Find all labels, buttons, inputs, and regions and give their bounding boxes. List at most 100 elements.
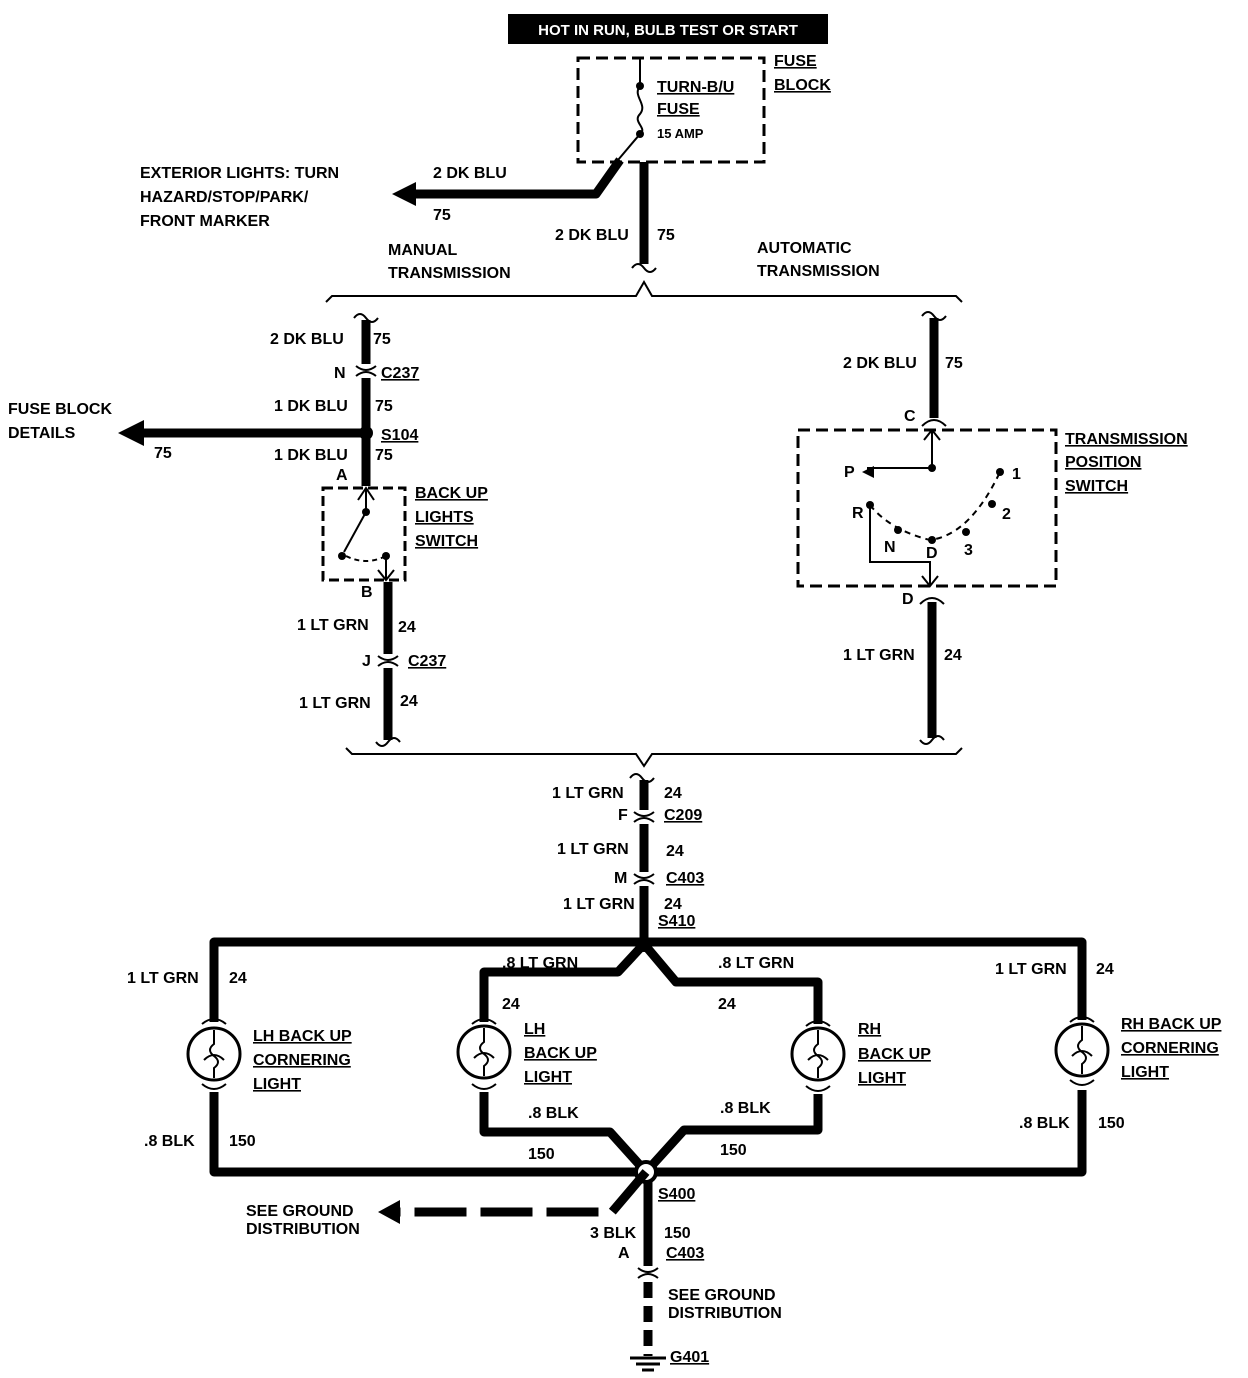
- lamp-connector-icon: [1069, 1079, 1095, 1086]
- bulb-icon: [186, 1026, 242, 1082]
- rh-corner-label-1: RH BACK UP: [1121, 1016, 1222, 1033]
- connector-c209-icon: [633, 811, 655, 823]
- fuse-block-details-circuit: 75: [154, 445, 172, 462]
- arrow-left-icon: [118, 420, 144, 446]
- automatic-out-wire-label: 1 LT GRN: [843, 647, 915, 664]
- automatic-transmission-label-1: AUTOMATIC: [757, 240, 852, 257]
- trans-contact-2: [988, 500, 996, 508]
- lh-backup-label-3: LIGHT: [524, 1069, 572, 1086]
- trans-position-1: 1: [1012, 466, 1021, 483]
- rh-backup-lamp: .8 LT GRN 24 RH BACK UP LIGHT .8 BLK 150: [718, 955, 931, 1159]
- c209-pin-f: F: [618, 807, 628, 824]
- lh-corner-gnd-circuit-label: 150: [229, 1133, 256, 1150]
- fuse-element-icon: [636, 85, 644, 135]
- see-ground-2-text-2: DISTRIBUTION: [668, 1305, 782, 1322]
- rh-backup-gnd-circuit-label: 150: [720, 1142, 747, 1159]
- exterior-lights-text-1: EXTERIOR LIGHTS: TURN: [140, 165, 339, 182]
- trans-position-r: R: [852, 505, 864, 522]
- manual-low-wire-label: 1 DK BLU: [274, 447, 348, 464]
- rh-backup-label-3: LIGHT: [858, 1070, 906, 1087]
- exterior-circuit-label: 75: [433, 207, 451, 224]
- g401-label: G401: [670, 1349, 709, 1366]
- lh-backup-circuit-label: 24: [502, 996, 520, 1013]
- break-mark-icon: [631, 263, 657, 273]
- lh-corner-gnd-wire-label: .8 BLK: [144, 1133, 195, 1150]
- bulb-filament-icon: [1071, 1026, 1093, 1074]
- c403-pin-m: M: [614, 870, 627, 887]
- trans-position-d: D: [926, 545, 938, 562]
- lamp-connector-icon: [1069, 1016, 1095, 1023]
- rh-backup-label-2: BACK UP: [858, 1046, 931, 1063]
- lh-backup-lamp: .8 LT GRN 24 LH BACK UP LIGHT .8 BLK 150: [456, 955, 597, 1163]
- trans-switch-pin-d: D: [902, 591, 914, 608]
- c403-label: C403: [666, 870, 704, 887]
- manual-low-circuit-label: 75: [375, 447, 393, 464]
- see-ground-text-1: SEE GROUND: [246, 1203, 354, 1220]
- manual-transmission-label-2: TRANSMISSION: [388, 265, 511, 282]
- backup-switch-label-3: SWITCH: [415, 533, 478, 550]
- ground-main-wire-label: 3 BLK: [590, 1225, 637, 1242]
- manual-out2-circuit-label: 24: [400, 693, 418, 710]
- connector-c403-icon: [633, 873, 655, 885]
- splice-s410-icon: [636, 936, 652, 952]
- ground-c403-pin-a: A: [618, 1245, 630, 1262]
- lamp-connector-icon: [471, 1083, 497, 1090]
- lamp-connector-icon: [805, 1020, 831, 1027]
- arrow-left-icon: [862, 466, 874, 478]
- automatic-top-circuit-label: 75: [945, 355, 963, 372]
- header-title: HOT IN RUN, BULB TEST OR START: [538, 22, 798, 39]
- connector-c-icon: [921, 419, 947, 427]
- s400-label: S400: [658, 1186, 695, 1203]
- lh-backup-label-1: LH: [524, 1021, 545, 1038]
- bulb-icon: [1054, 1022, 1110, 1078]
- common-circuit-2-label: 24: [666, 843, 684, 860]
- break-mark-icon: [919, 735, 945, 745]
- bulb-icon: [456, 1024, 512, 1080]
- bulb-filament-icon: [473, 1028, 495, 1076]
- fuse-name-2: FUSE: [657, 101, 700, 118]
- fuse-block-label-1: FUSE: [774, 53, 817, 70]
- manual-out2-wire-label: 1 LT GRN: [299, 695, 371, 712]
- backup-switch-pin-b: B: [361, 584, 373, 601]
- break-mark-icon: [921, 311, 947, 321]
- fuse-block: FUSE BLOCK TURN-B/U FUSE 15 AMP: [576, 53, 831, 164]
- trans-position-3: 3: [964, 542, 973, 559]
- s104-label: S104: [381, 427, 418, 444]
- rh-corner-lamp: 1 LT GRN 24 RH BACK UP CORNERING LIGHT .…: [995, 961, 1222, 1132]
- manual-out-wire-label: 1 LT GRN: [297, 617, 369, 634]
- trans-switch-arc: [869, 471, 1001, 542]
- c237-pin-j: J: [362, 653, 371, 670]
- exterior-lights-text-2: HAZARD/STOP/PARK/: [140, 189, 309, 206]
- trans-position-p: P: [844, 464, 855, 481]
- rh-corner-circuit-label: 24: [1096, 961, 1114, 978]
- common-wire-1-label: 1 LT GRN: [552, 785, 624, 802]
- exterior-lights-wire: [410, 157, 624, 199]
- lh-corner-circuit-label: 24: [229, 970, 247, 987]
- fuse-block-details-text-1: FUSE BLOCK: [8, 401, 112, 418]
- lh-backup-gnd-wire-label: .8 BLK: [528, 1105, 579, 1122]
- break-mark-icon: [375, 737, 401, 747]
- lh-corner-wire-label: 1 LT GRN: [127, 970, 199, 987]
- lh-backup-gnd-circuit-label: 150: [528, 1146, 555, 1163]
- distribution-bus: [209, 936, 1087, 1024]
- rh-backup-label-1: RH: [858, 1021, 881, 1038]
- see-ground-2-text-1: SEE GROUND: [668, 1287, 776, 1304]
- fuse-lead-bottom: [617, 133, 641, 161]
- common-path: 1 LT GRN 24 F C209 1 LT GRN 24 M C403 1 …: [552, 773, 704, 944]
- fuse-block-details-text-2: DETAILS: [8, 425, 76, 442]
- common-wire-3-label: 1 LT GRN: [563, 896, 635, 913]
- lamp-connector-icon: [201, 1018, 227, 1025]
- rh-corner-wire-label: 1 LT GRN: [995, 961, 1067, 978]
- rh-corner-gnd-wire-label: .8 BLK: [1019, 1115, 1070, 1132]
- connector-c237-icon: [355, 365, 377, 377]
- connector-c403-icon: [637, 1267, 659, 1279]
- arrow-down-icon: [377, 556, 395, 582]
- manual-out-circuit-label: 24: [398, 619, 416, 636]
- exterior-wire-label: 2 DK BLU: [433, 165, 507, 182]
- break-mark-icon: [629, 773, 655, 783]
- rh-backup-circuit-label: 24: [718, 996, 736, 1013]
- lh-corner-label-3: LIGHT: [253, 1076, 301, 1093]
- backup-switch-label-2: LIGHTS: [415, 509, 474, 526]
- switch-blade: [343, 511, 367, 553]
